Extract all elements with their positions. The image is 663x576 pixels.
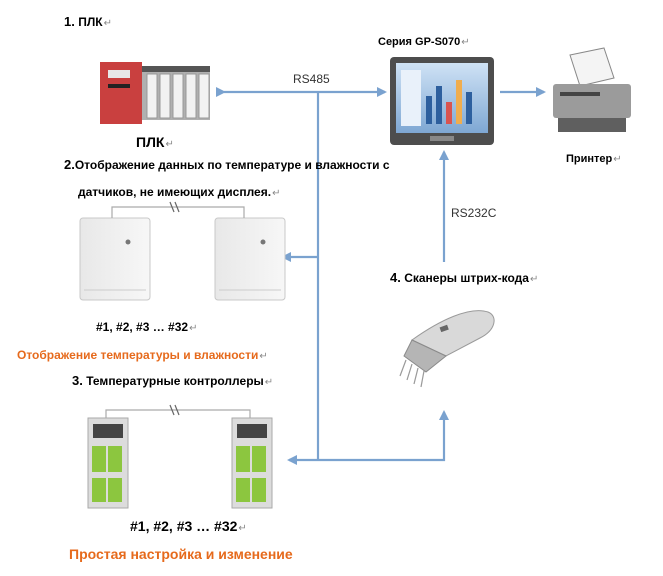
scanners-heading: 4. Сканеры штрих-кода↵ [390, 270, 538, 285]
controller-2-image [231, 417, 273, 509]
barcode-scanner-image [399, 310, 495, 388]
plc-caption-text: ПЛК [136, 134, 165, 150]
controllers-caption-text: Простая настройка и изменение [69, 546, 293, 562]
scanners-number: 4. [390, 270, 401, 285]
return-mark: ↵ [613, 154, 622, 165]
rs232c-label: RS232C [451, 206, 496, 220]
connection-lines [216, 87, 546, 465]
plc-caption: ПЛК↵ [136, 134, 174, 150]
scanners-heading-text: Сканеры штрих-кода [404, 271, 529, 285]
sensors-heading-text-2: датчиков, не имеющих дисплея. [78, 185, 272, 199]
controllers-number: 3. [72, 373, 83, 388]
return-mark: ↵ [264, 377, 274, 388]
hmi-label: Серия GP-S070↵ [378, 36, 470, 48]
plc-heading: 1. ПЛК↵ [64, 14, 112, 29]
sensor-wire [111, 201, 245, 218]
return-mark: ↵ [165, 139, 174, 150]
sensor-1-image [79, 217, 151, 301]
sensors-heading-line2: датчиков, не имеющих дисплея.↵ [78, 185, 280, 199]
return-mark: ↵ [189, 323, 198, 334]
sensors-caption: Отображение температуры и влажности↵ [17, 348, 268, 362]
sensors-heading-text-1: Отображение данных по температуре и влаж… [74, 158, 390, 172]
scanner-line [318, 410, 449, 462]
hmi-panel-image [390, 57, 494, 145]
printer-label-text: Принтер [566, 153, 613, 165]
controllers-ids-text: #1, #2, #3 … #32 [130, 518, 238, 534]
controller-1-image [87, 417, 129, 509]
rs485-label-text: RS485 [293, 72, 330, 86]
controllers-caption: Простая настройка и изменение [69, 546, 293, 562]
sensor-2-image [214, 217, 286, 301]
sensors-ids-text: #1, #2, #3 … #32 [96, 320, 189, 334]
sensors-heading-line1: 2.Отображение данных по температуре и вл… [64, 157, 390, 172]
hmi-label-text: Серия GP-S070 [378, 36, 461, 48]
plc-heading-label: ПЛК [78, 15, 103, 29]
printer-image [553, 47, 631, 132]
sensors-caption-text: Отображение температуры и влажности [17, 348, 259, 362]
return-mark: ↵ [259, 351, 268, 362]
return-mark: ↵ [461, 37, 470, 48]
controller-wire [105, 404, 251, 418]
printer-label: Принтер↵ [566, 153, 622, 165]
sensors-ids: #1, #2, #3 … #32↵ [96, 320, 197, 334]
rs232c-label-text: RS232C [451, 206, 497, 220]
plc-image [100, 62, 210, 124]
controllers-heading-text: Температурные контроллеры [86, 374, 264, 388]
controllers-ids: #1, #2, #3 … #32↵ [130, 518, 247, 534]
controllers-heading: 3. Температурные контроллеры↵ [72, 373, 273, 388]
plc-number: 1. [64, 14, 75, 29]
return-mark: ↵ [529, 274, 539, 285]
return-mark: ↵ [103, 18, 112, 29]
return-mark: ↵ [272, 188, 281, 199]
rs485-label: RS485 [293, 72, 330, 86]
return-mark: ↵ [238, 523, 247, 534]
sensors-number: 2. [64, 157, 75, 172]
